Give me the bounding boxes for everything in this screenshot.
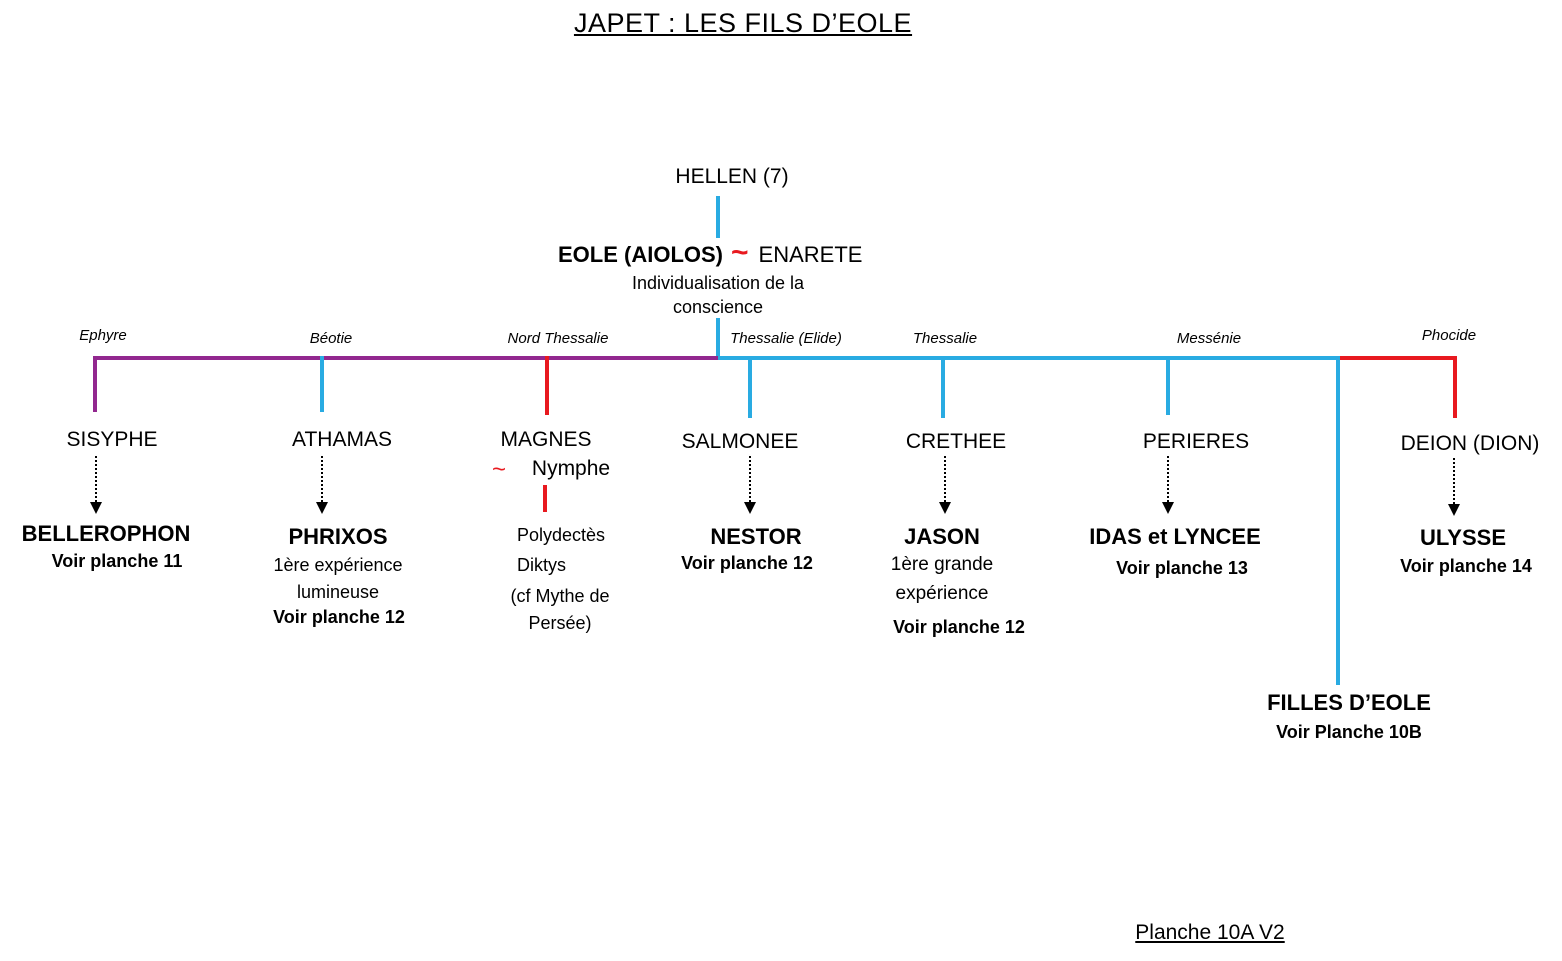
magnes-spouse-name: Nymphe <box>531 457 611 480</box>
descent-arrow-athamas <box>316 456 328 514</box>
drop-line-crethee <box>941 356 945 418</box>
descendant-name-bellerophon: BELLEROPHON <box>21 521 191 546</box>
union-symbol: ~ <box>731 236 749 269</box>
drop-line-sisyphe <box>93 356 97 412</box>
region-label-beotie: Béotie <box>309 330 353 347</box>
root-ancestor-name: HELLEN (7) <box>675 165 789 188</box>
child-name-deion: DEION (DION) <box>1400 432 1540 455</box>
note-phrixos: 1ère expérience lumineuse <box>273 555 403 602</box>
child-name-sisyphe: SISYPHE <box>66 428 158 451</box>
region-label-phocide: Phocide <box>1421 327 1477 344</box>
plate-reference: Planche 10A V2 <box>1135 921 1285 944</box>
drop-line-deion <box>1453 356 1457 418</box>
magnes-descent-line <box>543 485 547 512</box>
region-label-thessalie: Thessalie <box>912 330 978 347</box>
child-name-salmonee: SALMONEE <box>681 430 799 453</box>
child-name-athamas: ATHAMAS <box>292 428 392 451</box>
child-name-perieres: PERIERES <box>1142 430 1250 453</box>
descent-arrow-crethee <box>939 456 951 514</box>
magnes-union-symbol: ~ <box>491 456 507 483</box>
descent-arrow-perieres <box>1162 456 1174 514</box>
drop-line-athamas <box>320 356 324 412</box>
arrowhead-icon <box>1162 502 1174 514</box>
planche-ref-bellerophon: Voir planche 11 <box>51 551 183 571</box>
drop-line-salmonee <box>748 356 752 418</box>
arrowhead-icon <box>744 502 756 514</box>
descendant-name-idas-lyncee: IDAS et LYNCEE <box>1089 524 1261 549</box>
tree-line-root-to-couple <box>716 196 720 238</box>
note-magnes: (cf Mythe de Persée) <box>510 586 610 633</box>
father-name: EOLE (AIOLOS) <box>558 242 723 267</box>
descendant-name-nestor: NESTOR <box>710 524 802 549</box>
descendant-name-phrixos: PHRIXOS <box>288 524 388 549</box>
filles-deole-name: FILLES D’EOLE <box>1267 690 1431 715</box>
drop-line-magnes <box>545 356 549 415</box>
sibling-bar-red-segment <box>1336 356 1457 360</box>
descendant-name-jason: JASON <box>904 524 980 549</box>
descent-arrow-sisyphe <box>90 456 102 514</box>
planche-ref-idas-lyncee: Voir planche 13 <box>1116 558 1248 578</box>
sibling-bar-cyan-segment <box>718 356 1338 360</box>
region-label-nord-thessalie: Nord Thessalie <box>507 330 609 347</box>
region-label-messenie: Messénie <box>1176 330 1242 347</box>
couple-row: EOLE (AIOLOS) ~ ENARETE <box>558 238 862 272</box>
magnes-child-polydectes: Polydectès <box>517 525 606 545</box>
mother-name: ENARETE <box>758 242 863 267</box>
child-name-magnes: MAGNES <box>500 428 592 451</box>
region-label-ephyre: Ephyre <box>79 327 127 344</box>
diagram-title: JAPET : LES FILS D’EOLE <box>573 8 913 38</box>
descendant-name-ulysse: ULYSSE <box>1419 525 1507 550</box>
arrowhead-icon <box>939 502 951 514</box>
drop-line-perieres <box>1166 356 1170 415</box>
descent-arrow-deion <box>1448 458 1460 516</box>
sibling-bar-purple-segment <box>93 356 720 360</box>
planche-ref-filles-deole: Voir Planche 10B <box>1276 722 1422 742</box>
drop-line-filles-eole <box>1336 356 1340 685</box>
magnes-child-diktys: Diktys <box>517 555 566 575</box>
couple-note: Individualisation de la conscience <box>631 273 805 318</box>
arrowhead-icon <box>90 502 102 514</box>
child-name-crethee: CRETHEE <box>905 430 1007 453</box>
descent-arrow-salmonee <box>744 456 756 514</box>
planche-ref-phrixos: Voir planche 12 <box>273 607 405 627</box>
region-label-thessalie-elide: Thessalie (Elide) <box>730 330 842 347</box>
arrowhead-icon <box>316 502 328 514</box>
planche-ref-nestor: Voir planche 12 <box>681 553 813 573</box>
note-jason: 1ère grande expérience <box>890 554 994 604</box>
planche-ref-ulysse: Voir planche 14 <box>1400 556 1532 576</box>
planche-ref-jason: Voir planche 12 <box>893 617 1025 637</box>
tree-line-couple-to-bar <box>716 318 720 358</box>
arrowhead-icon <box>1448 504 1460 516</box>
